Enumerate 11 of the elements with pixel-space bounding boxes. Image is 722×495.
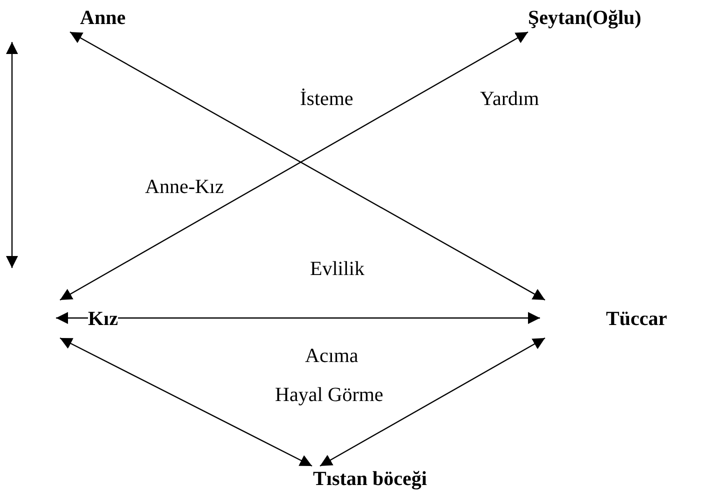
relation-label: Evlilik bbox=[310, 258, 364, 281]
node-label: Tıstan böceği bbox=[313, 468, 427, 490]
relation-label: Anne-Kız bbox=[145, 176, 224, 199]
relation-label: Yardım bbox=[480, 88, 540, 111]
arrow bbox=[60, 337, 312, 467]
relation-label: Acıma bbox=[305, 345, 358, 368]
arrow bbox=[320, 337, 546, 467]
node-label: Şeytan(Oğlu) bbox=[528, 6, 642, 30]
relation-label: İsteme bbox=[300, 88, 354, 111]
relation-label: Hayal Görme bbox=[275, 384, 384, 407]
arrow bbox=[56, 312, 540, 324]
